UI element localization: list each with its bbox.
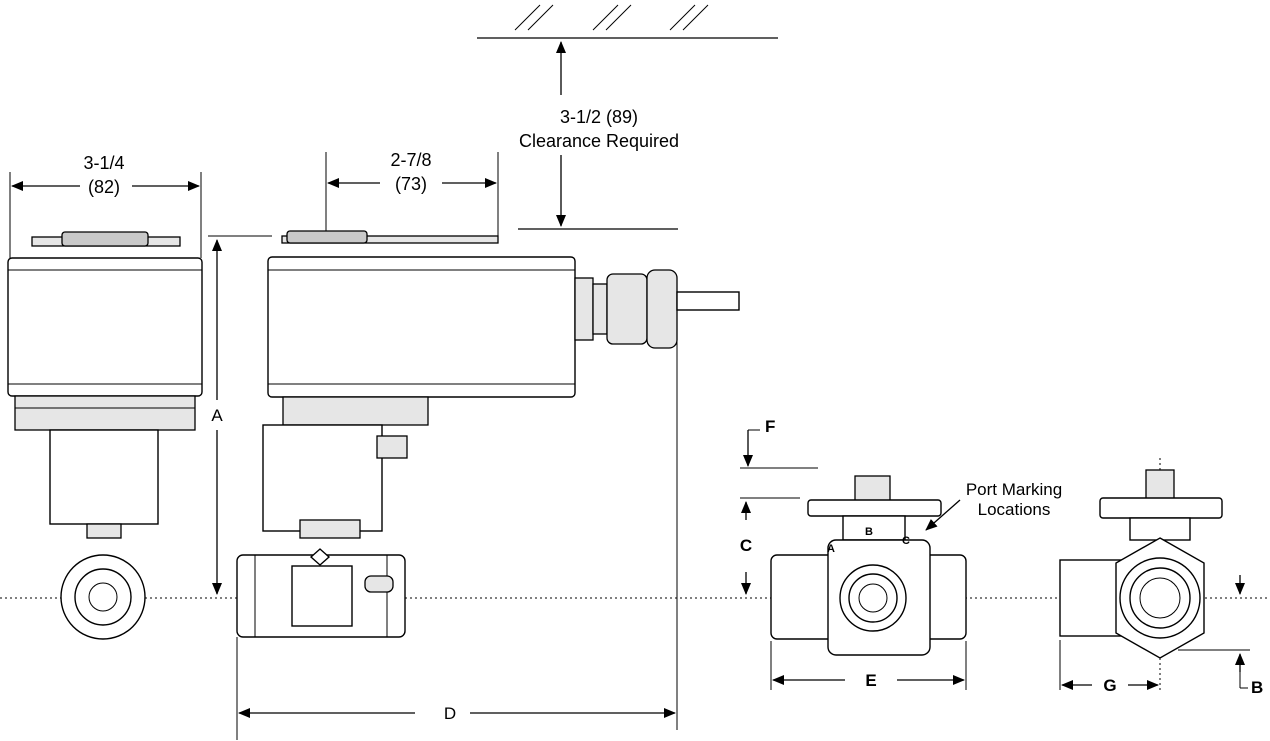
g-dimension: G <box>1059 640 1159 695</box>
clearance-value: 3-1/2 (89) <box>560 107 638 127</box>
a-dimension: A <box>208 235 272 595</box>
width-value-mm: (82) <box>88 177 120 197</box>
c-dimension: C <box>740 501 752 595</box>
clearance-label: Clearance Required <box>519 131 679 151</box>
dimension-b-label: B <box>1251 678 1263 697</box>
d-dimension: D <box>236 338 678 740</box>
actuator-front-view <box>7 231 203 640</box>
depth-value-in: 2-7/8 <box>390 150 431 170</box>
dimension-e-label: E <box>865 671 876 690</box>
width-dimension: 3-1/4 (82) <box>9 153 202 258</box>
ceiling-hatch <box>477 4 778 39</box>
three-way-valve-front: A B C <box>770 475 967 656</box>
b-dimension: B <box>1178 575 1263 697</box>
port-c-marking: C <box>902 535 910 547</box>
port-a-marking: A <box>827 543 835 555</box>
f-dimension: F <box>740 417 818 499</box>
dimension-f-label: F <box>765 417 775 436</box>
clearance-dimension: 3-1/2 (89) Clearance Required <box>518 41 679 230</box>
dimension-a-label: A <box>211 406 223 425</box>
depth-value-mm: (73) <box>395 174 427 194</box>
dimension-g-label: G <box>1103 676 1116 695</box>
e-dimension: E <box>770 641 967 690</box>
actuator-side-view <box>236 230 740 638</box>
port-marking-line1: Port Marking <box>966 480 1062 499</box>
dimension-c-label: C <box>740 536 752 555</box>
port-marking-callout: Port Marking Locations <box>925 480 1062 531</box>
depth-dimension: 2-7/8 (73) <box>325 150 499 236</box>
dimension-d-label: D <box>444 704 456 723</box>
port-marking-line2: Locations <box>978 500 1051 519</box>
width-value-in: 3-1/4 <box>83 153 124 173</box>
three-way-valve-side <box>1059 458 1223 690</box>
port-b-marking: B <box>865 526 873 538</box>
